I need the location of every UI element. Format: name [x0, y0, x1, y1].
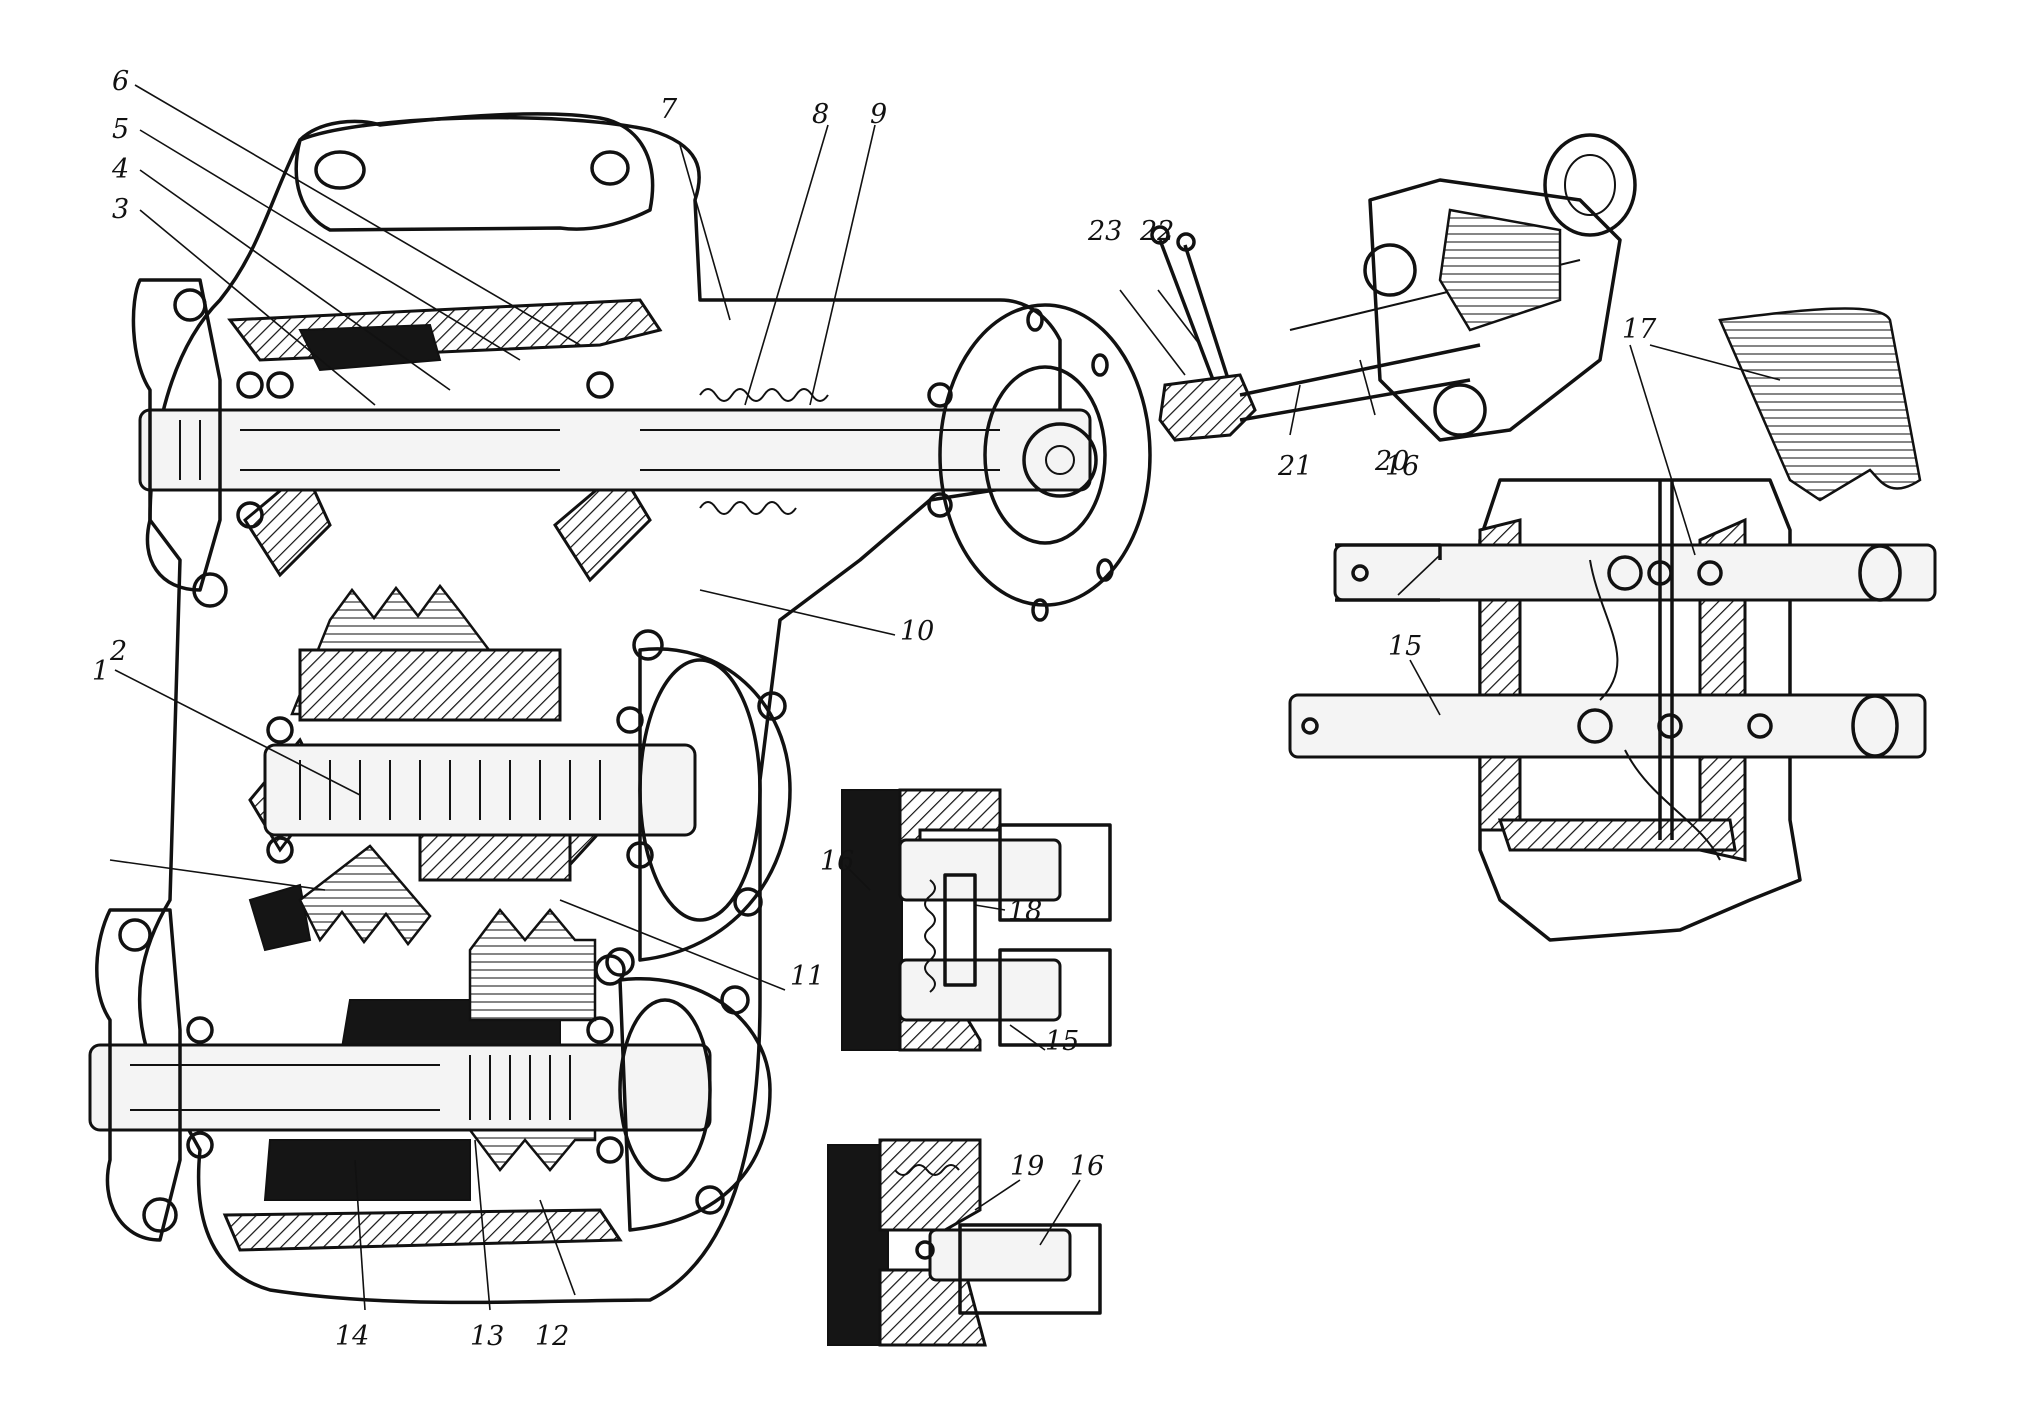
callout-7: 7 — [660, 94, 678, 125]
callout-10: 10 — [900, 616, 934, 647]
callout-16-lock: 16 — [1070, 1151, 1104, 1182]
callout-labels: 1 2 3 4 5 6 7 8 9 10 11 12 13 14 15 15 1… — [92, 66, 1657, 1352]
callout-17: 17 — [1622, 314, 1657, 345]
callout-12: 12 — [535, 1321, 569, 1352]
callout-2: 2 — [109, 636, 127, 667]
callout-21: 21 — [1277, 451, 1312, 482]
callout-15-detail: 15 — [1045, 1026, 1079, 1057]
callout-23: 23 — [1087, 216, 1122, 247]
callout-16-rail: 16 — [1385, 451, 1419, 482]
callout-leaders — [109, 84, 1781, 1311]
callout-22: 22 — [1139, 216, 1174, 247]
callout-5: 5 — [112, 114, 129, 145]
callout-6: 6 — [112, 66, 129, 97]
callout-3: 3 — [112, 194, 129, 225]
interlock-detail-inset — [841, 788, 1112, 1052]
shift-rail-inset — [1288, 307, 1937, 942]
callout-14: 14 — [335, 1321, 369, 1352]
spring-lock-detail-inset — [827, 1138, 1102, 1347]
callout-4: 4 — [111, 154, 129, 185]
callout-13: 13 — [470, 1321, 504, 1352]
mounted-assembly-inset — [1150, 133, 1637, 442]
callout-1: 1 — [92, 656, 109, 687]
callout-16-detail: 16 — [820, 846, 854, 877]
callout-8: 8 — [812, 99, 829, 130]
callout-19: 19 — [1010, 1151, 1044, 1182]
main-housing-section — [88, 112, 1152, 1305]
callout-15-rail: 15 — [1388, 631, 1422, 662]
callout-11: 11 — [790, 961, 824, 992]
callout-20: 20 — [1374, 446, 1409, 477]
callout-9: 9 — [870, 99, 887, 130]
callout-18: 18 — [1008, 896, 1042, 927]
